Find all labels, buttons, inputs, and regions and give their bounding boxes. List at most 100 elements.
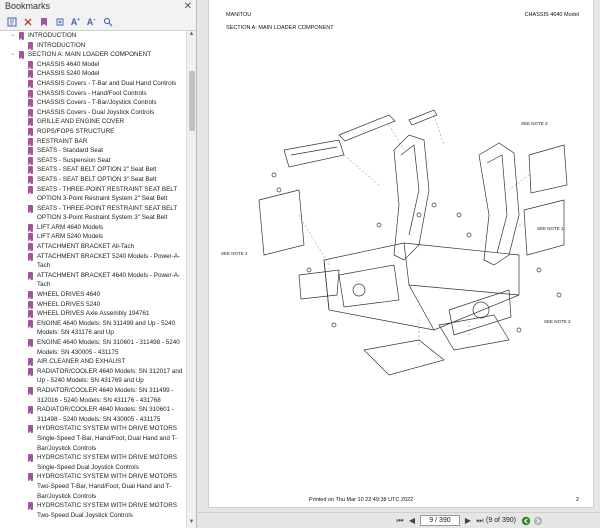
expand-bookmarks-icon[interactable]	[53, 15, 66, 28]
bookmark-item[interactable]: SEATS - THREE-POINT RESTRAINT SEAT BELT …	[0, 185, 186, 204]
bookmark-item[interactable]: LIFT ARM 5240 Models	[0, 232, 186, 242]
bookmark-item[interactable]: CHASSIS Covers - Hand/Foot Controls	[0, 89, 186, 99]
bookmark-label: WHEEL DRIVES Axle Assembly 194761	[37, 310, 150, 318]
bookmark-icon	[28, 204, 33, 213]
bookmark-item[interactable]: HYDROSTATIC SYSTEM WITH DRIVE MOTORS Sin…	[0, 424, 186, 453]
document-area: MANITOU CHASSIS 4640 Model SECTION A: MA…	[198, 0, 600, 512]
bookmark-item[interactable]: RADIATOR/COOLER 4640 Models: SN 311499 -…	[0, 386, 186, 405]
bookmark-label: HYDROSTATIC SYSTEM WITH DRIVE MOTORS Two…	[37, 473, 177, 500]
bookmark-item[interactable]: ROPS/FOPS STRUCTURE	[0, 127, 186, 137]
bookmarks-toolbar: A+ A−	[0, 13, 196, 31]
bookmark-item[interactable]: −INTRODUCTION	[0, 31, 186, 41]
bookmarks-panel: Bookmarks ✕ A+ A−	[0, 0, 197, 528]
exploded-parts-diagram: SEE NOTE 3 SEE NOTE 1 SEE NOTE 2 SEE NOT…	[221, 109, 571, 376]
bookmarks-scrollbar[interactable]: ▲ ▼	[186, 31, 196, 528]
bookmark-label: ENGINE 4640 Models: SN 310601 - 311498 -…	[37, 339, 180, 356]
collapse-toggle-icon[interactable]: −	[11, 33, 15, 39]
bookmark-icon	[28, 166, 33, 175]
see-note-label: SEE NOTE 1	[537, 226, 564, 231]
page-number-input[interactable]	[420, 515, 460, 526]
bookmark-item[interactable]: ATTACHMENT BRACKET 4640 Models - Power-A…	[0, 271, 186, 290]
scroll-down-icon[interactable]: ▼	[188, 519, 195, 525]
new-bookmark-icon[interactable]	[37, 15, 50, 28]
bookmark-icon	[19, 51, 24, 60]
first-page-icon[interactable]: ⏮	[396, 515, 404, 525]
bookmark-item[interactable]: HYDROSTATIC SYSTEM WITH DRIVE MOTORS Sin…	[0, 453, 186, 472]
bookmark-label: ATTACHMENT BRACKET All-Tach	[37, 243, 135, 251]
decrease-text-size-icon[interactable]: A−	[86, 16, 97, 27]
bookmark-icon	[19, 32, 24, 40]
bookmark-label: RESTRAINT BAR	[37, 137, 88, 145]
page-header-brand: MANITOU	[226, 12, 252, 18]
bookmark-icon	[28, 319, 33, 328]
bookmark-item[interactable]: WHEEL DRIVES Axle Assembly 194761	[0, 309, 186, 319]
bookmark-icon	[28, 386, 33, 395]
bookmark-item[interactable]: WHEEL DRIVES 5240	[0, 300, 186, 310]
bookmark-icon	[28, 233, 33, 242]
bookmark-item[interactable]: WHEEL DRIVES 4640	[0, 290, 186, 300]
bookmark-item[interactable]: CHASSIS Covers - T-Bar and Dual Hand Con…	[0, 79, 186, 89]
bookmark-item[interactable]: RESTRAINT BAR	[0, 137, 186, 147]
bookmark-label: LIFT ARM 5240 Models	[37, 233, 104, 241]
bookmark-item[interactable]: HYDROSTATIC SYSTEM WITH DRIVE MOTORS Two…	[0, 472, 186, 501]
bookmark-icon	[28, 223, 33, 232]
scroll-up-icon[interactable]: ▲	[188, 31, 195, 37]
bookmark-item[interactable]: CHASSIS 4640 Model	[0, 60, 186, 70]
page-number: 2	[575, 497, 579, 503]
close-panel-icon[interactable]: ✕	[183, 1, 192, 12]
bookmark-icon	[28, 41, 33, 50]
bookmark-item[interactable]: ATTACHMENT BRACKET 5240 Models - Power-A…	[0, 252, 186, 271]
bookmark-label: CHASSIS 5240 Model	[37, 70, 100, 78]
bookmark-icon	[28, 358, 33, 367]
see-note-label: SEE NOTE 3	[521, 121, 548, 126]
bookmark-icon	[28, 339, 33, 347]
bookmark-item[interactable]: ENGINE 4640 Models: SN 311499 and Up - 5…	[0, 319, 186, 338]
collapse-toggle-icon[interactable]: −	[11, 52, 15, 59]
bookmark-icon	[28, 310, 33, 319]
bookmark-options-icon[interactable]	[5, 15, 18, 28]
bookmark-item[interactable]: SEATS - THREE-POINT RESTRAINT SEAT BELT …	[0, 204, 186, 223]
go-forward-icon[interactable]	[532, 515, 544, 527]
increase-text-size-icon[interactable]: A+	[70, 16, 81, 27]
scrollbar-thumb[interactable]	[189, 71, 195, 131]
bookmark-icon	[28, 108, 33, 117]
bookmark-label: ATTACHMENT BRACKET 4640 Models - Power-A…	[37, 271, 180, 289]
bookmark-icon	[28, 473, 33, 482]
bookmark-item[interactable]: LIFT ARM 4640 Models	[0, 223, 186, 233]
bookmark-icon	[28, 79, 33, 88]
bookmark-item[interactable]: −SECTION A: MAIN LOADER COMPONENT	[0, 50, 186, 60]
bookmark-label: CHASSIS Covers - Dual Joystick Controls	[37, 108, 155, 116]
bookmark-label: RADIATOR/COOLER 4640 Models: SN 312017 a…	[37, 367, 183, 385]
bookmark-item[interactable]: RADIATOR/COOLER 4640 Models: SN 310601 -…	[0, 405, 186, 424]
bookmark-item[interactable]: SEATS - SEAT BELT OPTION 2" Seat Belt	[0, 165, 186, 175]
bookmark-item[interactable]: SEATS - Standard Seat	[0, 146, 186, 156]
bookmark-icon	[28, 502, 33, 511]
bookmark-item[interactable]: HYDROSTATIC SYSTEM WITH DRIVE MOTORS Two…	[0, 501, 186, 520]
bookmark-item[interactable]: RADIATOR/COOLER 4640 Models: SN 312017 a…	[0, 367, 186, 386]
go-back-icon[interactable]	[520, 515, 532, 527]
delete-bookmark-icon[interactable]	[21, 15, 34, 28]
bookmark-item[interactable]: CHASSIS 5240 Model	[0, 69, 186, 79]
bookmark-item[interactable]: CHASSIS Covers - Dual Joystick Controls	[0, 108, 186, 118]
bookmark-item[interactable]: ATTACHMENT BRACKET All-Tach	[0, 242, 186, 252]
bookmark-item[interactable]: INTRODUCTION	[0, 41, 186, 51]
page-header-model: CHASSIS 4640 Model	[524, 12, 579, 18]
bookmark-label: CHASSIS Covers - T-Bar/Joystick Controls	[37, 99, 157, 107]
bookmark-item[interactable]: CHASSIS Covers - T-Bar/Joystick Controls	[0, 98, 186, 108]
bookmark-item[interactable]: AIR CLEANER AND EXHAUST	[0, 357, 186, 367]
find-bookmark-icon[interactable]	[101, 15, 114, 28]
last-page-icon[interactable]: ⏭	[476, 515, 484, 525]
bookmark-label: HYDROSTATIC SYSTEM WITH DRIVE MOTORS Sin…	[37, 454, 177, 471]
bookmark-item[interactable]: ENGINE 4640 Models: SN 310601 - 311498 -…	[0, 338, 186, 357]
previous-page-icon[interactable]: ◀	[408, 516, 416, 525]
bookmark-icon	[28, 243, 33, 252]
bookmark-item[interactable]: GRILLE AND ENGINE COVER	[0, 117, 186, 127]
bookmark-label: RADIATOR/COOLER 4640 Models: SN 310601 -…	[37, 406, 174, 423]
next-page-icon[interactable]: ▶	[464, 516, 472, 525]
bookmark-item[interactable]: SEATS - SEAT BELT OPTION 3" Seat Belt	[0, 175, 186, 185]
bookmark-label: ATTACHMENT BRACKET 5240 Models - Power-A…	[37, 252, 180, 270]
bookmark-icon	[28, 147, 33, 156]
bookmark-item[interactable]: SEATS - Suspension Seat	[0, 156, 186, 166]
